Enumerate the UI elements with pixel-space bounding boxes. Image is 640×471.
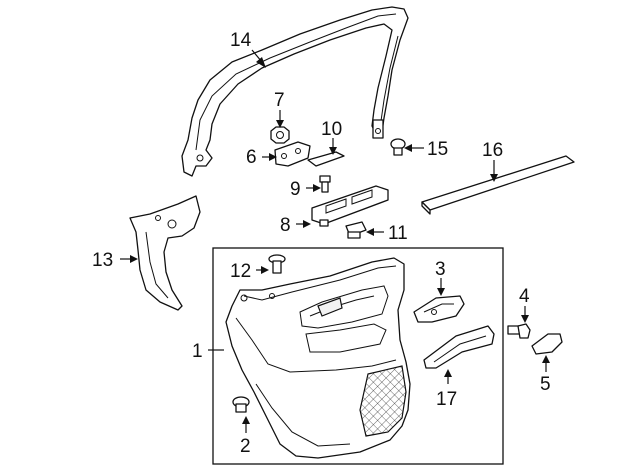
callout-12: 12 [230, 261, 251, 282]
part-2-fastener [232, 396, 250, 413]
callout-6: 6 [246, 147, 257, 168]
callout-10: 10 [321, 119, 342, 140]
part-3-handle-bracket [413, 295, 465, 323]
leader-lines [120, 49, 550, 433]
callout-11: 11 [388, 223, 408, 244]
callout-15: 15 [427, 139, 448, 160]
callout-16: 16 [482, 140, 503, 161]
part-16-weatherstrip [421, 155, 575, 215]
callout-13: 13 [92, 250, 113, 271]
callout-labels: 14 7 10 6 15 16 9 8 11 13 12 3 4 1 5 17 … [92, 30, 551, 457]
callout-9: 9 [290, 179, 301, 200]
part-12-screw [268, 254, 286, 274]
callout-2: 2 [240, 436, 251, 457]
part-7-nut [270, 126, 290, 144]
callout-5: 5 [540, 374, 551, 395]
part-14-window-frame [181, 6, 409, 177]
part-8-switch-bezel [311, 185, 389, 227]
part-11-connector [345, 221, 367, 239]
part-15-clip [390, 138, 406, 156]
part-1-door-trim-panel [225, 257, 411, 459]
callout-3: 3 [435, 259, 446, 280]
assembly-1-frame [212, 247, 504, 465]
callout-4: 4 [519, 286, 530, 307]
callout-8: 8 [280, 215, 291, 236]
part-17-armrest-cover [423, 325, 495, 369]
callout-14: 14 [230, 30, 252, 51]
part-5-trim-cap [531, 333, 563, 355]
part-10-pad [307, 151, 345, 167]
callout-17: 17 [436, 389, 457, 410]
callout-7: 7 [274, 90, 285, 111]
part-4-bolt [507, 323, 531, 339]
part-13-bracket [129, 195, 201, 311]
part-9-screw [319, 175, 331, 193]
part-6-bracket-plate [274, 141, 311, 167]
callout-1: 1 [192, 341, 203, 362]
